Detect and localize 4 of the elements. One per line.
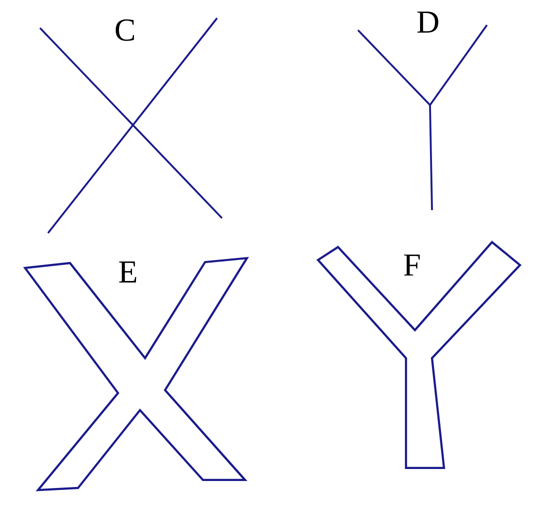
letter-label: E — [119, 262, 136, 282]
letter-label: D — [417, 12, 438, 33]
letter-label: F — [404, 254, 420, 276]
letter-label: C — [116, 19, 134, 41]
